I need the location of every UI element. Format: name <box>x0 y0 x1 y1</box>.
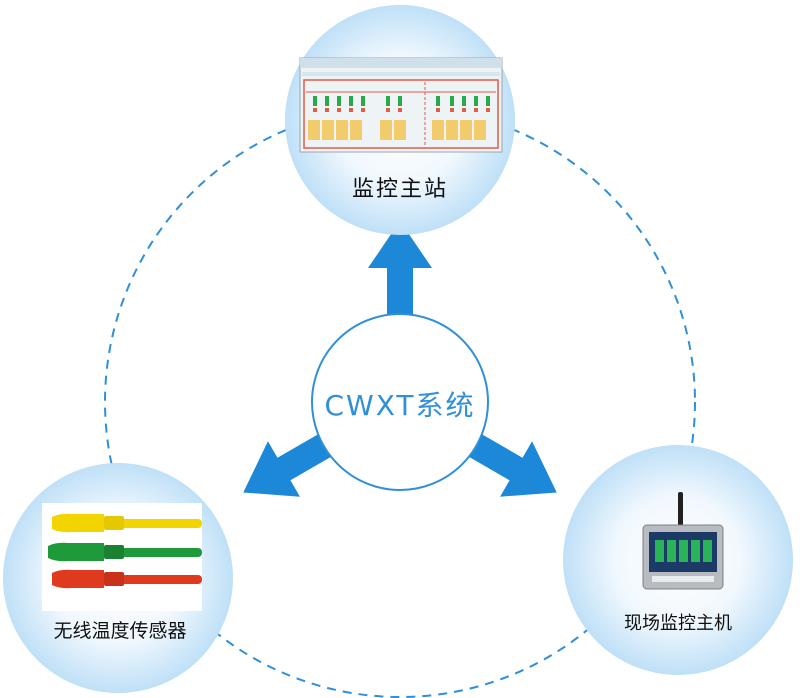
center-circle <box>311 313 489 491</box>
wireless-temperature-sensor-icon <box>42 503 202 611</box>
right-node-label: 现场监控主机 <box>624 613 732 634</box>
field-monitoring-unit-icon <box>642 492 724 590</box>
left-node-label: 无线温度传感器 <box>53 620 187 642</box>
monitoring-screen-icon <box>299 57 503 153</box>
center-system-label: CWXT系统 <box>324 389 476 422</box>
dashed-connection-ring <box>104 106 696 698</box>
top-node-label: 监控主站 <box>351 177 448 202</box>
